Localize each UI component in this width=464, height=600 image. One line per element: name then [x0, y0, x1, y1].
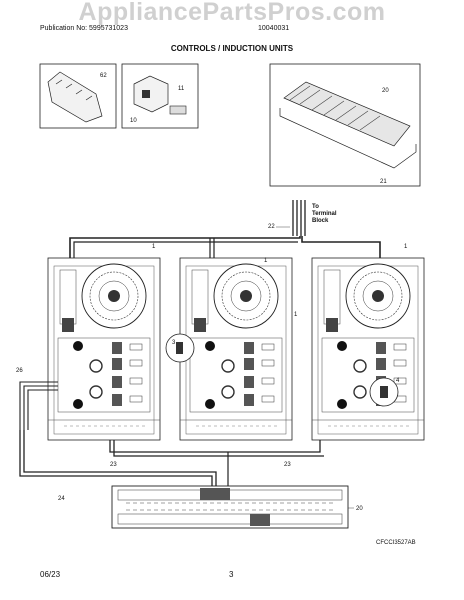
callout-20: 20: [382, 88, 389, 94]
induction-unit-left: [47, 257, 161, 441]
footer-date: 06/23: [40, 570, 61, 579]
connector-part-62-ribs: [55, 79, 93, 101]
callout-3: 3: [172, 340, 176, 346]
detail-4-part: [380, 386, 388, 398]
callout-1-right: 1: [404, 244, 408, 250]
control-board-bottom-rail: [117, 513, 343, 525]
terminal-label-terminal: Terminal: [312, 211, 337, 217]
callout-23-right: 23: [284, 462, 291, 468]
control-board-connector-right: [250, 514, 270, 526]
induction-unit-center: [179, 257, 293, 441]
wire-harness-top-inner: [73, 241, 298, 262]
terminal-label-to: To: [312, 204, 319, 210]
induction-unit-right: [311, 257, 425, 441]
callout-1-center: 1: [264, 258, 268, 264]
footer-page-number: 3: [229, 570, 234, 579]
part-box-10-11: [121, 63, 199, 129]
callout-22: 22: [268, 224, 275, 230]
connector-part-62: [47, 71, 103, 123]
terminal-wire-bundle: [292, 200, 306, 236]
callout-20-board: 20: [356, 506, 363, 512]
callout-24: 24: [58, 496, 65, 502]
terminal-label-block: Block: [312, 218, 329, 224]
wire-harness-top: [69, 236, 381, 262]
callout-10: 10: [130, 118, 137, 124]
callout-1-left: 1: [152, 244, 156, 250]
callout-21: 21: [380, 179, 387, 185]
wire-harness-under-units: [109, 440, 324, 457]
callout-1-middle: 1: [294, 312, 298, 318]
wire-harness-bottom: [19, 430, 217, 486]
callout-62: 62: [100, 73, 107, 79]
page-title: CONTROLS / INDUCTION UNITS: [170, 44, 294, 53]
fuse-part-11: [169, 105, 187, 115]
publication-number: Publication No: 5995731023: [40, 25, 128, 32]
relay-part-10-terminal: [142, 90, 150, 98]
control-board-part-20-ribs: [289, 85, 381, 131]
relay-part-10: [133, 75, 169, 113]
part-box-20-21: [269, 63, 421, 187]
diagram-code: CFCCI3527AB: [376, 540, 416, 546]
board-tray-part-21: [279, 108, 417, 169]
control-board-part-20: [283, 81, 411, 147]
part-box-62: [39, 63, 117, 129]
callout-4: 4: [396, 378, 400, 384]
callout-23-left: 23: [110, 462, 117, 468]
model-number: 10040031: [258, 25, 290, 32]
control-board-connector-left: [200, 488, 230, 500]
wire-harness-left: [19, 381, 58, 430]
detail-3-part: [176, 342, 183, 354]
callout-11: 11: [178, 86, 185, 92]
callout-26: 26: [16, 368, 23, 374]
